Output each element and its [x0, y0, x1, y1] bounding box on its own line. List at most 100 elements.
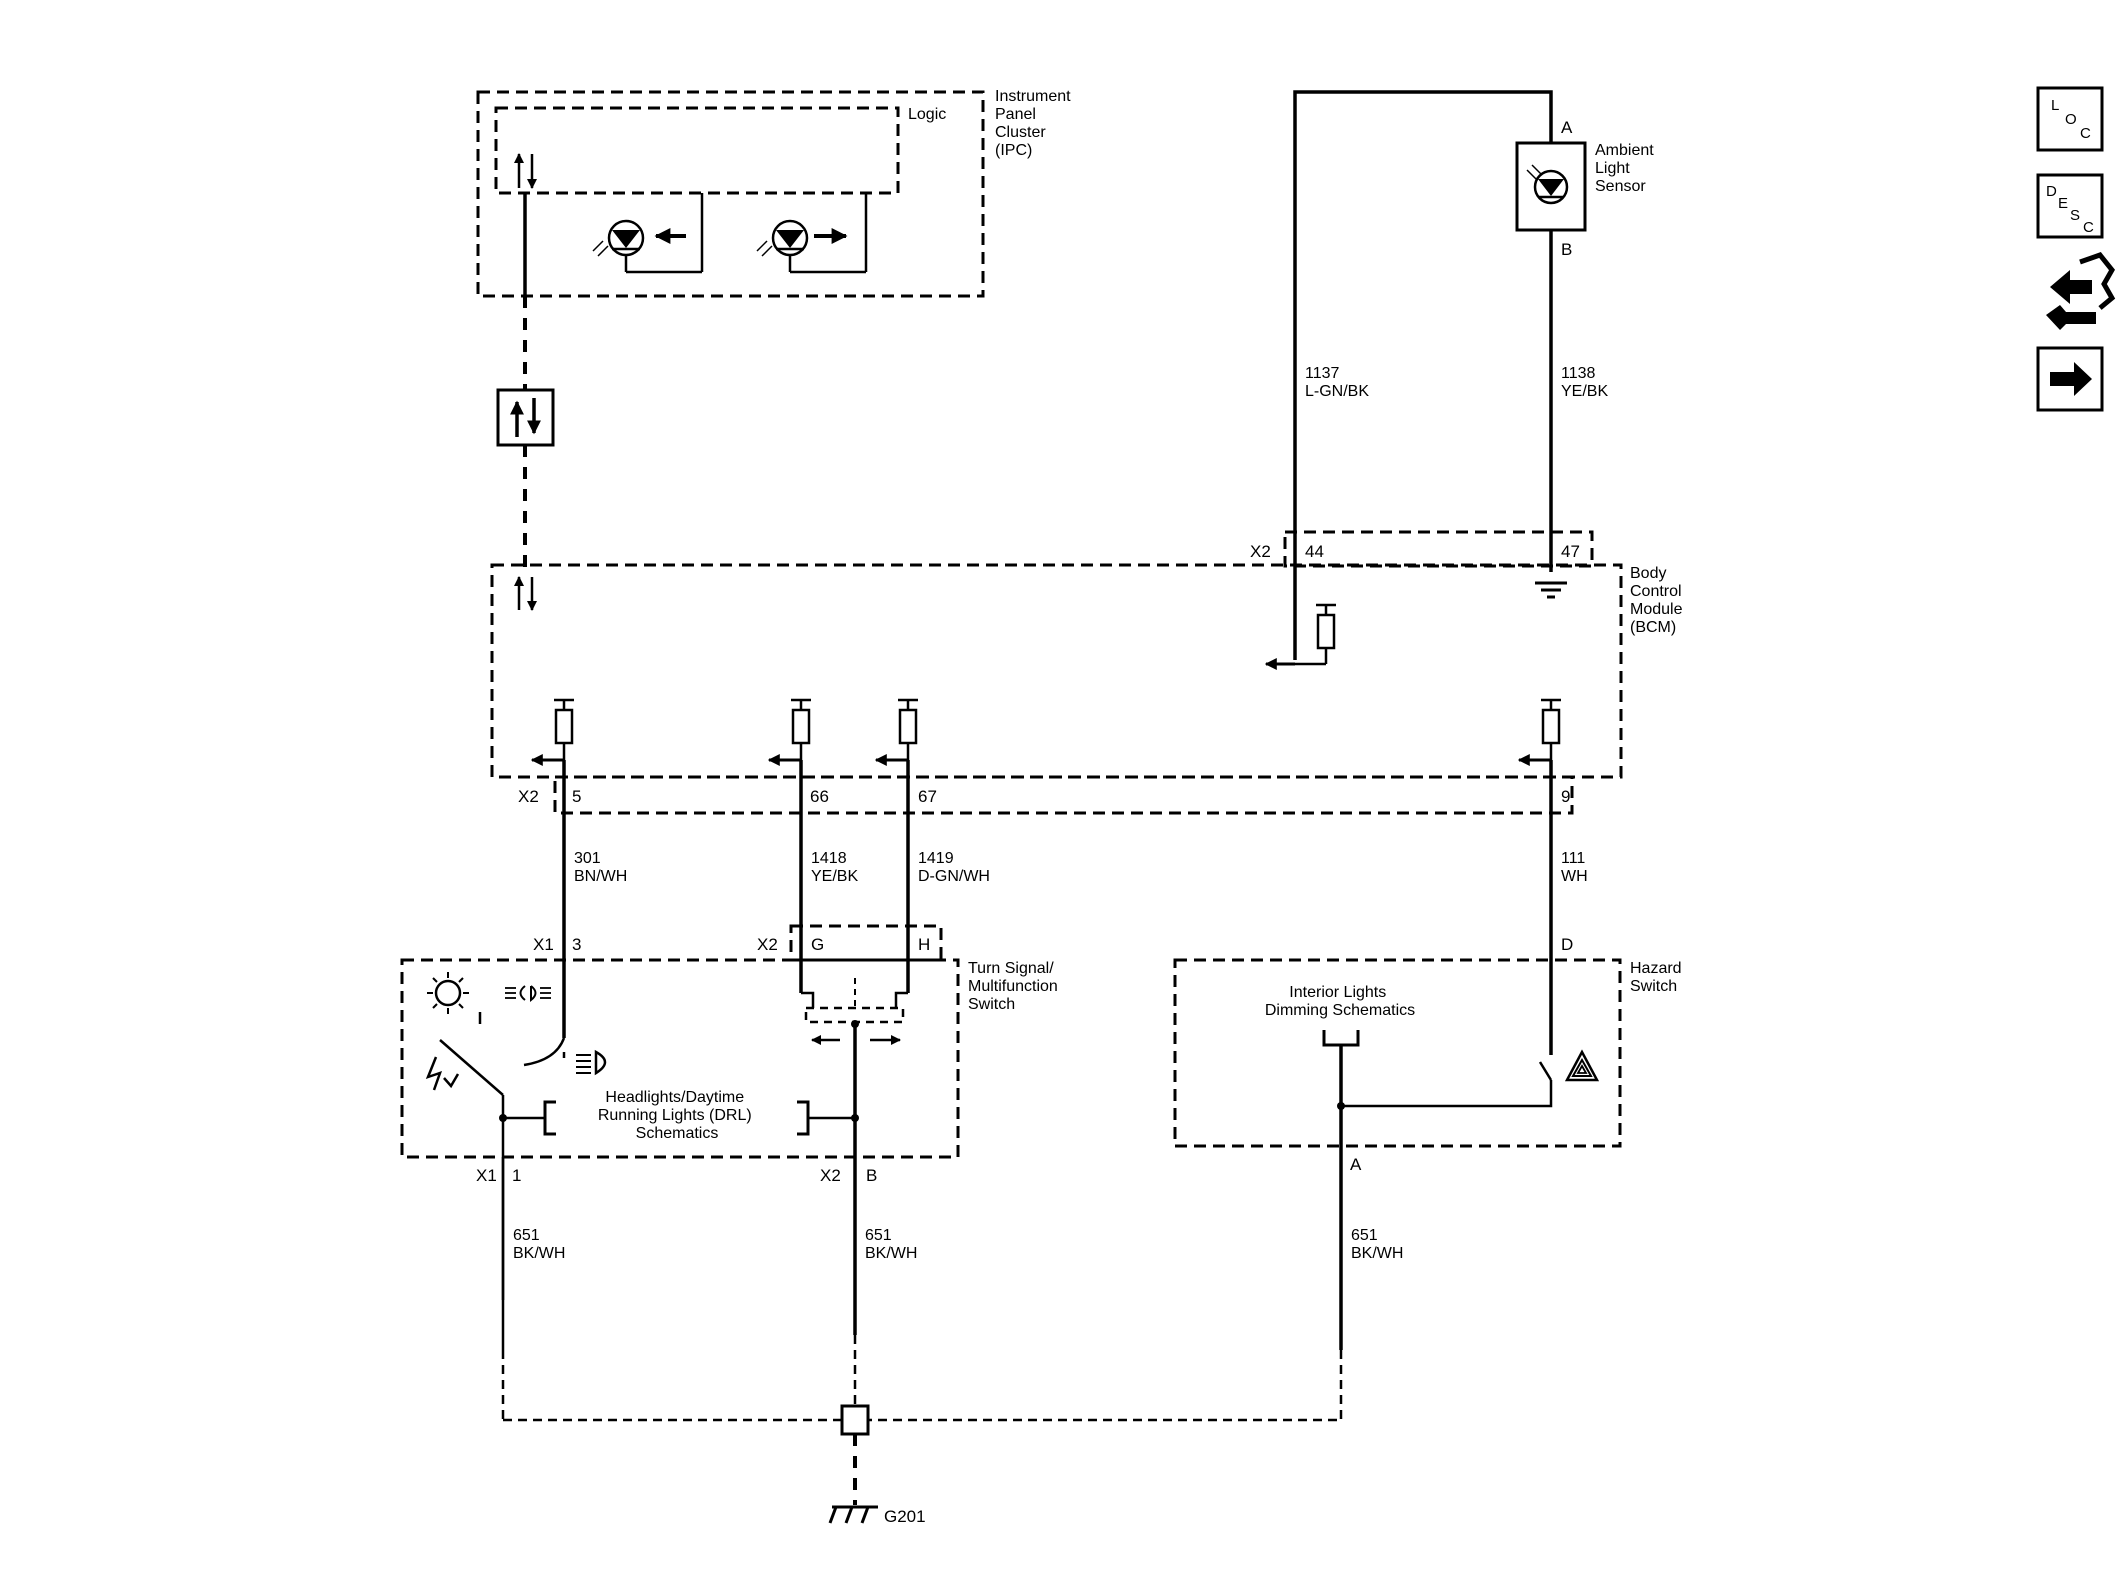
headlamp-switch-contact: [523, 1037, 566, 1067]
auto-lamp-icon: [425, 1056, 460, 1091]
svg-text:O: O: [2065, 111, 2077, 128]
ambient-sensor-name: Ambient Light Sensor: [1595, 142, 1658, 195]
wire-color: BK/WH: [513, 1245, 565, 1262]
ipc-name: Instrument Panel Cluster (IPC): [995, 88, 1075, 159]
wire-color: BK/WH: [865, 1245, 917, 1262]
connector-pin: A: [1350, 1155, 1362, 1174]
connector-pin: 5: [572, 787, 581, 806]
wire-651-x1: 651 BK/WH: [501, 1157, 565, 1350]
indicator-led-icon: [756, 193, 868, 274]
resistor-icon: [530, 698, 574, 766]
ground-splice: [501, 1335, 1343, 1505]
serial-data-symbol: [496, 388, 555, 447]
bcm-name: Body Control Module (BCM): [1630, 565, 1687, 636]
hazard-switch: Hazard Switch D A Interior Lights Dimmin…: [1173, 935, 1682, 1350]
resistor-icon: [1264, 603, 1336, 670]
svg-text:S: S: [2070, 207, 2080, 224]
connector-pin: G: [811, 935, 824, 954]
turn-signal-switch: Turn Signal/ Multifunction Switch X1 3 X…: [400, 924, 1062, 1335]
connector-name: X2: [757, 935, 778, 954]
svg-text:Headlights/Daytime Run: Headlights/Daytime Running Lights (DRL) …: [598, 1089, 756, 1142]
svg-text:C: C: [2083, 219, 2094, 236]
connector-pin: 66: [810, 787, 829, 806]
svg-text:1137 L-GN/BK: 1137 L-GN/BK: [1305, 365, 1369, 400]
connector-name: X1: [533, 935, 554, 954]
connector-pin: 47: [1561, 542, 1580, 561]
ambient-sensor-pin-b: B: [1561, 240, 1572, 259]
wire-111: 111 WH: [1549, 760, 1590, 1055]
svg-text:1418 YE/BK: 1418 YE/BK: [811, 850, 858, 885]
serial-data-icon: [514, 153, 537, 189]
svg-text:111 WH: 111 WH: [1561, 850, 1590, 885]
serial-data-line: [496, 193, 555, 570]
wire-color: WH: [1561, 868, 1588, 885]
connector-name: X1: [476, 1166, 497, 1185]
resistor-icon: [1517, 698, 1561, 766]
connector-x2-g-h: [789, 924, 943, 962]
description-button[interactable]: D E S C: [2036, 173, 2104, 239]
next-page-button[interactable]: [2036, 346, 2104, 412]
wire-circuit: 651: [1351, 1227, 1378, 1244]
hazard-switch-blade: [1538, 1061, 1553, 1081]
tss-name: Turn Signal/ Multifunction Switch: [968, 960, 1062, 1013]
connector-pin: D: [1561, 935, 1573, 954]
wire-color: YE/BK: [1561, 383, 1608, 400]
wire-color: BN/WH: [574, 868, 627, 885]
svg-text:651 BK/WH: 651 BK/WH: [1351, 1227, 1403, 1262]
arrow-right-icon: [2050, 362, 2092, 396]
hazard-icon: [1564, 1049, 1600, 1082]
ipc-module: Logic Instrument Panel Cluster (IPC): [476, 88, 1075, 298]
svg-text:651 BK/WH: 651 BK/WH: [513, 1227, 565, 1262]
turn-signal-contacts: [801, 978, 908, 1335]
wire-color: D-GN/WH: [918, 868, 990, 885]
ground-g201: G201: [828, 1505, 926, 1526]
svg-text:1138 YE/BK: 1138 YE/BK: [1561, 365, 1608, 400]
connector-x2-top: [1283, 530, 1594, 568]
svg-text:301 BN/WH: 301 BN/WH: [574, 850, 627, 885]
wire-circuit: 1418: [811, 850, 847, 867]
connector-name: X2: [518, 787, 539, 806]
svg-text:C: C: [2080, 125, 2091, 142]
connector-name: X2: [1250, 542, 1271, 561]
wire-circuit: 651: [513, 1227, 540, 1244]
wire-circuit: 1138: [1561, 365, 1596, 382]
connector-pin: 44: [1305, 542, 1324, 561]
ground-label: G201: [884, 1507, 926, 1526]
wire-color: YE/BK: [811, 868, 858, 885]
wire-circuit: 111: [1561, 850, 1585, 867]
wire-1419: 1419 D-GN/WH: [906, 760, 990, 993]
wire-circuit: 301: [574, 850, 601, 867]
connector-pin: B: [866, 1166, 877, 1185]
resistor-icon: [874, 698, 918, 766]
wire-301: 301 BN/WH: [562, 760, 627, 1038]
wire-651-x2: 651 BK/WH: [865, 1227, 917, 1262]
wire-color: L-GN/BK: [1305, 383, 1369, 400]
connector-pin: H: [918, 935, 930, 954]
svg-text:E: E: [2058, 195, 2068, 212]
svg-text:L: L: [2051, 97, 2059, 114]
ambient-sensor-pin-a: A: [1561, 118, 1573, 137]
wire-1138: 1138 YE/BK: [1549, 230, 1608, 572]
wire-1418: 1418 YE/BK: [799, 760, 858, 993]
location-button[interactable]: L O C: [2036, 86, 2104, 152]
wire-651-hazard: 651 BK/WH: [1351, 1227, 1403, 1262]
svg-text:D: D: [2046, 183, 2057, 200]
resistor-icon: [767, 698, 811, 766]
connector-end-view-button[interactable]: [2046, 252, 2116, 330]
connector-pin: 67: [918, 787, 937, 806]
headlamp-icon: [576, 1049, 607, 1076]
wire-circuit: 1137: [1305, 365, 1340, 382]
svg-text:Interior Lights Dimmin: Interior Lights Dimming Schematics: [1265, 984, 1415, 1019]
svg-text:651 BK/WH: 651 BK/WH: [865, 1227, 917, 1262]
svg-text:1419 D-GN/WH: 1419 D-GN/WH: [918, 850, 990, 885]
ground-icon: [1535, 581, 1567, 599]
indicator-led-icon: [592, 193, 704, 274]
side-lamp-icon: [505, 985, 551, 1003]
wire-circuit: 1419: [918, 850, 954, 867]
connector-pin: 3: [572, 935, 581, 954]
ipc-logic-label: Logic: [908, 106, 946, 123]
wire-color: BK/WH: [1351, 1245, 1403, 1262]
ipc-logic-block: [494, 106, 900, 195]
bcm-module: Body Control Module (BCM) X2 44 47: [490, 530, 1687, 815]
